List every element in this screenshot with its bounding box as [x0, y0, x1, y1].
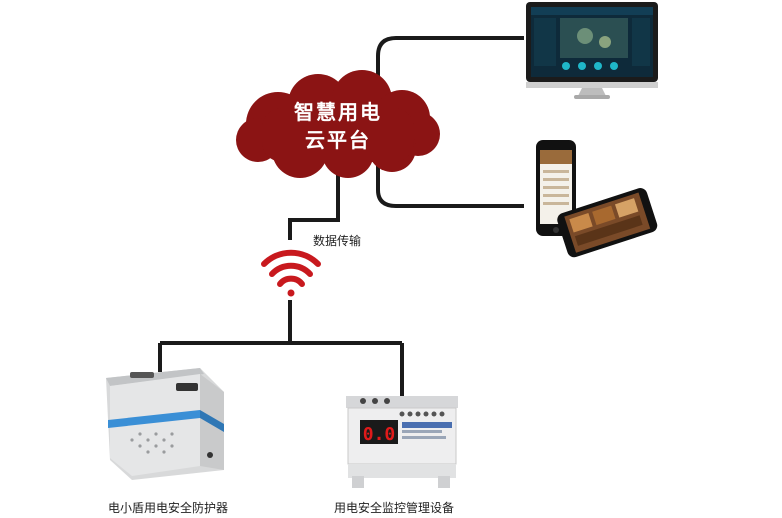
data-transfer-label: 数据传输 [313, 234, 362, 248]
cloud-to-wifi-line [288, 165, 340, 240]
cloud-title-line1: 智慧用电 [294, 100, 382, 124]
cloud-to-phone-line [376, 165, 524, 208]
cloud-to-monitor-line [376, 36, 524, 88]
desktop-monitor-icon [526, 2, 658, 99]
smartphone-landscape-icon [557, 188, 658, 258]
cloud-shape [236, 70, 440, 178]
protector-device-icon [106, 368, 224, 480]
cloud-title-line2: 云平台 [305, 128, 371, 152]
monitor-device-label: 用电安全监控管理设备 [334, 501, 455, 515]
protector-device-label: 电小盾用电安全防护器 [108, 501, 229, 515]
connection-lines [158, 36, 524, 398]
device-display-readout: 0.0 [363, 424, 396, 445]
wifi-icon [261, 249, 321, 297]
monitor-management-device-icon [346, 396, 458, 488]
